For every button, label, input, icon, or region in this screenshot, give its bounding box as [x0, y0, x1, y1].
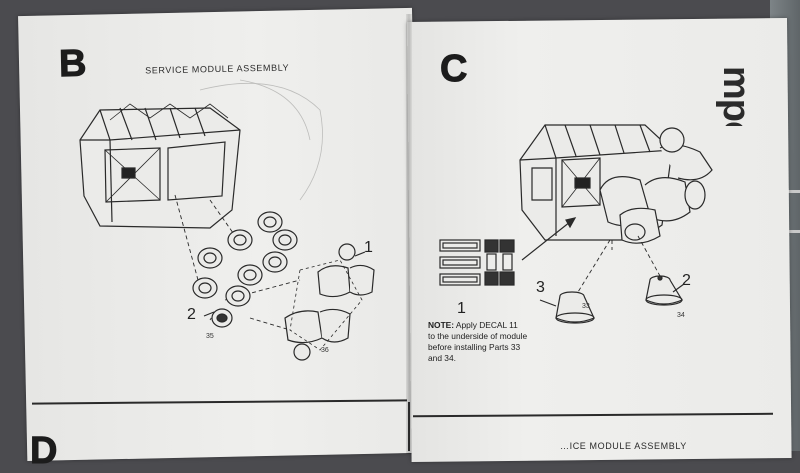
note-line-3: before installing Parts 33 [428, 342, 521, 352]
background-sketch [199, 79, 323, 201]
section-letter-c: C [439, 48, 469, 91]
note-line-4: and 34. [428, 353, 456, 363]
part-35-nozzle-frame [192, 211, 298, 328]
note-label: NOTE: [428, 320, 455, 330]
service-module-body-left [79, 103, 241, 229]
part-number-34: 34 [677, 312, 685, 319]
book-spine [406, 14, 412, 454]
assembly-illustrations [79, 79, 713, 361]
part-36-engine-bells [284, 243, 375, 361]
callout-1-left: 1 [364, 239, 373, 256]
part-33-cone [555, 291, 595, 324]
callout-3-right: 3 [536, 279, 545, 296]
engine-cluster-right [599, 127, 713, 244]
part-number-35: 35 [206, 333, 214, 340]
callout-1-right: 1 [457, 300, 466, 317]
decal-11-sheet [439, 239, 515, 286]
part-34-cone [645, 275, 683, 306]
part-number-36: 36 [321, 347, 329, 354]
callout-2-left: 2 [187, 306, 196, 323]
part-number-33: 33 [582, 303, 590, 310]
decal-note: NOTE: Apply DECAL 11 to the underside of… [428, 320, 578, 364]
callout-2-right: 2 [682, 272, 691, 289]
column-divider [408, 402, 410, 451]
note-line-2: to the underside of module [428, 331, 528, 341]
section-letter-d: D [29, 430, 59, 473]
note-line-1: Apply DECAL 11 [454, 320, 518, 330]
next-section-title: …ICE MODULE ASSEMBLY [560, 441, 687, 451]
